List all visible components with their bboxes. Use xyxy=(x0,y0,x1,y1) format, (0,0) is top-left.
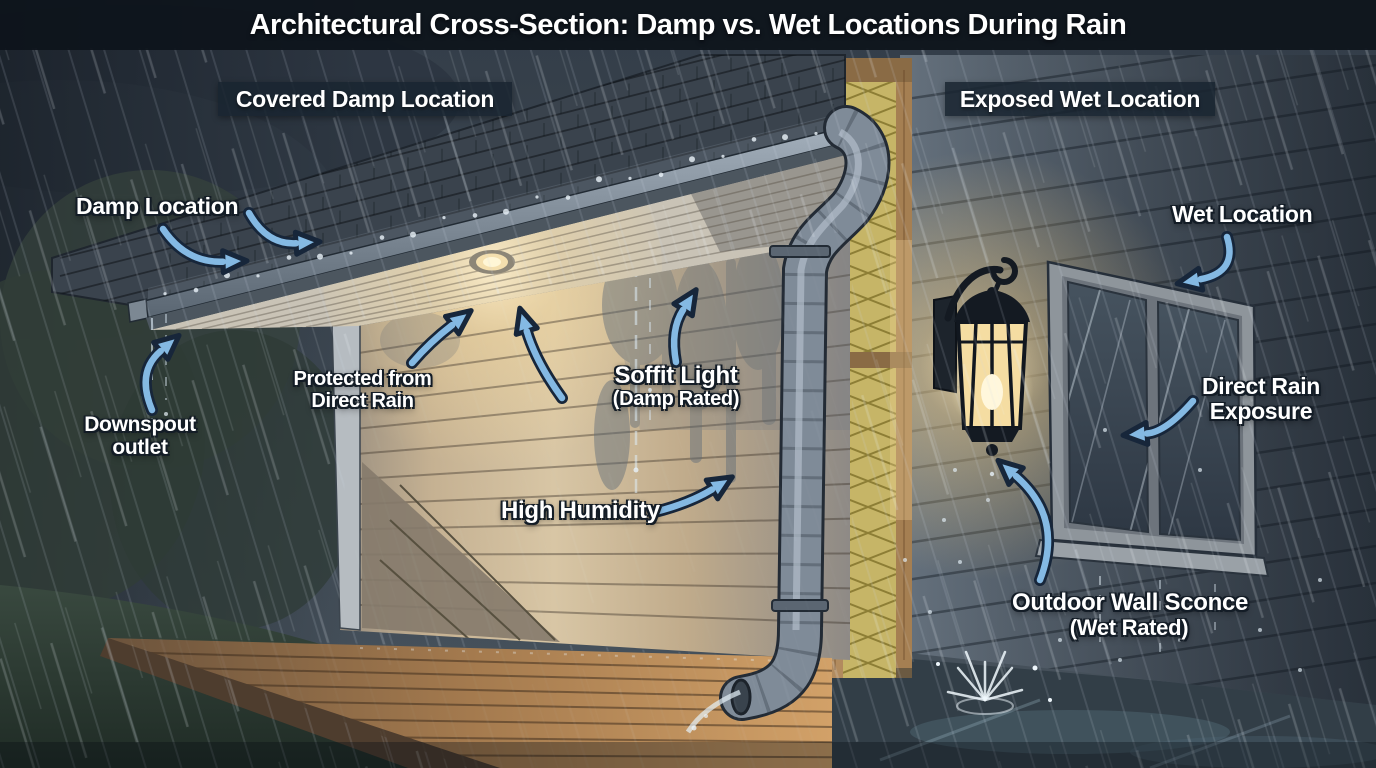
arrow-soffit-light xyxy=(668,287,699,368)
annotation-arrows xyxy=(139,207,1236,586)
arrow-damp-location-2 xyxy=(243,207,323,257)
zone-badge-exposed-wet: Exposed Wet Location xyxy=(945,82,1215,116)
arrow-protected-from-rain xyxy=(406,308,474,369)
label-protected-from-rain: Protected from Direct Rain xyxy=(293,368,432,412)
label-damp-location: Damp Location xyxy=(76,193,239,219)
arrow-protected-ceiling xyxy=(513,305,568,404)
arrow-damp-location-1 xyxy=(157,223,250,276)
label-wet-location: Wet Location xyxy=(1172,201,1313,227)
label-direct-rain-exposure: Direct Rain Exposure xyxy=(1201,373,1321,424)
zone-badge-covered-damp: Covered Damp Location xyxy=(218,82,512,116)
rain-overlay xyxy=(0,48,1376,768)
arrow-outdoor-wall-sconce xyxy=(995,457,1054,586)
label-outdoor-wall-sconce: Outdoor Wall Sconce (Wet Rated) xyxy=(1012,589,1249,640)
bottom-vignette xyxy=(0,742,1376,768)
label-downspout-outlet: Downspout outlet xyxy=(84,413,196,459)
arrow-downspout-outlet xyxy=(139,332,182,416)
arrow-direct-rain-exposure xyxy=(1120,395,1199,447)
page-title: Architectural Cross-Section: Damp vs. We… xyxy=(249,8,1127,41)
arrow-wet-location xyxy=(1174,231,1236,293)
title-banner: Architectural Cross-Section: Damp vs. We… xyxy=(0,0,1376,50)
arrow-high-humidity xyxy=(649,474,735,518)
label-high-humidity: High Humidity xyxy=(501,497,660,524)
label-soffit-light: Soffit Light (Damp Rated) xyxy=(612,362,740,410)
